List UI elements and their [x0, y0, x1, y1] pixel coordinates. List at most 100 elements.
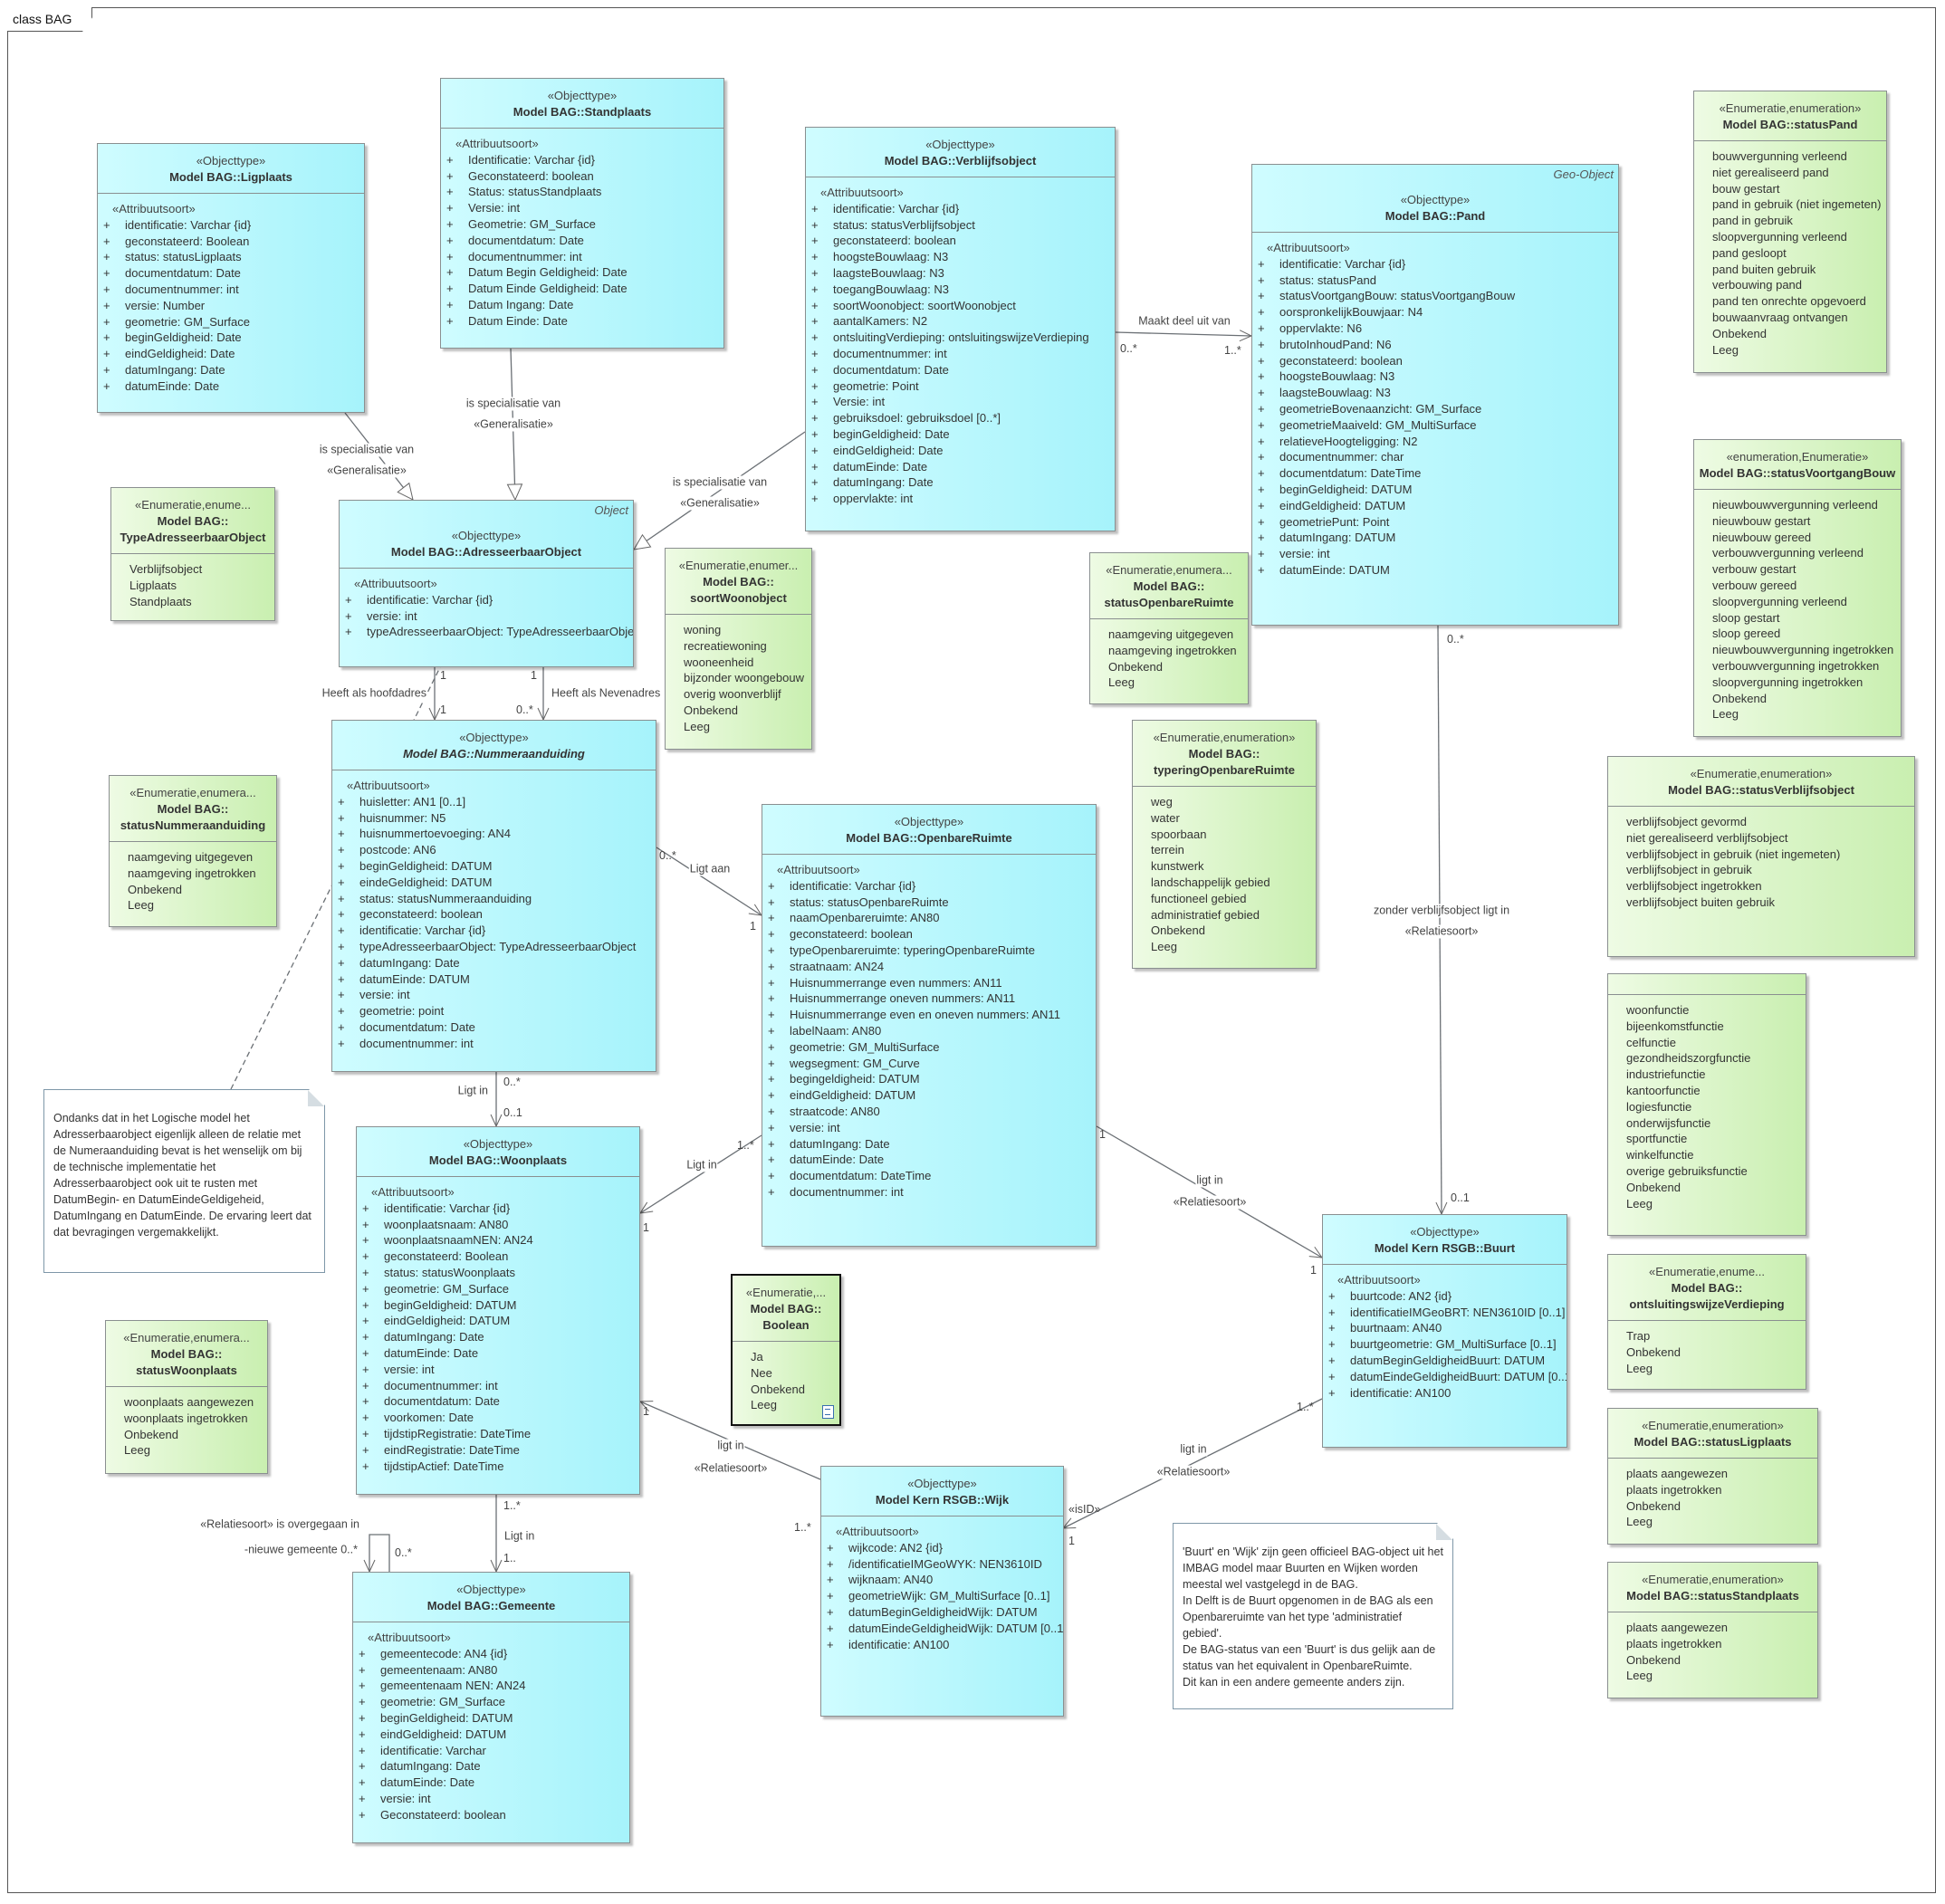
attribute-row[interactable]: +status: statusVerblijfsobject [811, 217, 1111, 234]
attribute-row[interactable]: +datumIngang: Date [811, 474, 1111, 491]
attribute-row[interactable]: +typeAdresseerbaarObject: TypeAdresseerb… [345, 624, 633, 640]
attribute-row[interactable]: +typeAdresseerbaarObject: TypeAdresseerb… [338, 939, 652, 955]
attribute-row[interactable]: +geconstateerd: boolean [811, 233, 1111, 249]
attribute-row[interactable]: +eindGeldigheid: DATUM [768, 1087, 1092, 1104]
attribute-row[interactable]: +woonplaatsnaam: AN80 [362, 1217, 636, 1233]
attribute-row[interactable]: +identificatie: Varchar {id} [103, 217, 360, 234]
association-openbareruimte-buurt[interactable] [1096, 1125, 1324, 1258]
attribute-row[interactable]: +Status: statusStandplaats [446, 184, 720, 200]
attribute-row[interactable]: +datumIngang: Date [338, 955, 652, 971]
attribute-row[interactable]: +documentdatum: Date [446, 233, 720, 249]
attribute-row[interactable]: +straatcode: AN80 [768, 1104, 1092, 1120]
attribute-row[interactable]: +documentdatum: Date [103, 265, 360, 282]
enum-status-ligplaats[interactable]: «Enumeratie,enumeration»Model BAG::statu… [1607, 1408, 1818, 1545]
attribute-row[interactable]: +versie: int [362, 1362, 636, 1378]
attribute-row[interactable]: +status: statusLigplaats [103, 249, 360, 265]
attribute-row[interactable]: +eindGeldigheid: DATUM [362, 1313, 636, 1329]
attribute-row[interactable]: +status: statusWoonplaats [362, 1265, 636, 1281]
attribute-row[interactable]: +identificatie: Varchar {id} [338, 923, 652, 939]
attribute-row[interactable]: +gemeentenaam: AN80 [359, 1662, 626, 1679]
attribute-row[interactable]: +tijdstipRegistratie: DateTime [362, 1426, 636, 1442]
enum-status-verblijfsobject[interactable]: «Enumeratie,enumeration»Model BAG::statu… [1607, 756, 1915, 957]
attribute-row[interactable]: +datumIngang: Date [103, 362, 360, 378]
enum-typering-openbare-ruimte[interactable]: «Enumeratie,enumeration»Model BAG::typer… [1132, 720, 1317, 969]
attribute-row[interactable]: +eindeGeldigheid: DATUM [338, 875, 652, 891]
attribute-row[interactable]: +versie: int [768, 1120, 1092, 1136]
attribute-row[interactable]: +buurtnaam: AN40 [1328, 1320, 1563, 1336]
attribute-row[interactable]: +datumEindeGeldigheidBuurt: DATUM [0..1] [1328, 1369, 1567, 1385]
attribute-row[interactable]: +datumEinde: Date [359, 1775, 626, 1791]
attribute-row[interactable]: +hoogsteBouwlaag: N3 [1258, 368, 1614, 385]
attribute-row[interactable]: +soortWoonobject: soortWoonobject [811, 298, 1111, 314]
attribute-row[interactable]: +documentnummer: int [811, 346, 1111, 362]
attribute-row[interactable]: +laagsteBouwlaag: N3 [811, 265, 1111, 282]
attribute-row[interactable]: +versie: int [359, 1791, 626, 1807]
attribute-row[interactable]: +Datum Begin Geldigheid: Date [446, 264, 720, 281]
attribute-row[interactable]: +Geconstateerd: boolean [359, 1807, 626, 1823]
attribute-row[interactable]: +typeOpenbareruimte: typeringOpenbareRui… [768, 942, 1092, 959]
attribute-row[interactable]: +eindRegistratie: DateTime [362, 1442, 636, 1459]
attribute-row[interactable]: +statusVoortgangBouw: statusVoortgangBou… [1258, 288, 1614, 304]
attribute-row[interactable]: +eindGeldigheid: Date [811, 443, 1111, 459]
attribute-row[interactable]: +Huisnummerrange even nummers: AN11 [768, 975, 1092, 991]
attribute-row[interactable]: +Geconstateerd: boolean [446, 168, 720, 185]
attribute-row[interactable]: +wegsegment: GM_Curve [768, 1056, 1092, 1072]
attribute-row[interactable]: +geometrie: GM_Surface [362, 1281, 636, 1297]
attribute-row[interactable]: +toegangBouwlaag: N3 [811, 282, 1111, 298]
attribute-row[interactable]: +eindGeldigheid: DATUM [359, 1727, 626, 1743]
attribute-row[interactable]: +datumIngang: Date [359, 1758, 626, 1775]
class-buurt[interactable]: «Objecttype»Model Kern RSGB::Buurt«Attri… [1322, 1214, 1567, 1448]
class-verblijfsobject[interactable]: «Objecttype»Model BAG::Verblijfsobject«A… [805, 127, 1116, 531]
enum-status-openbare-ruimte[interactable]: «Enumeratie,enumera...Model BAG::statusO… [1089, 552, 1249, 704]
attribute-row[interactable]: +eindGeldigheid: DATUM [1258, 498, 1614, 514]
attribute-row[interactable]: +huisletter: AN1 [0..1] [338, 794, 652, 810]
attribute-row[interactable]: +identificatie: AN100 [827, 1637, 1059, 1653]
attribute-row[interactable]: +geometrie: Point [811, 378, 1111, 395]
attribute-row[interactable]: +status: statusNummeraanduiding [338, 891, 652, 907]
association-maakt-deel-uit-van[interactable] [1115, 330, 1253, 342]
attribute-row[interactable]: +documentnummer: int [768, 1184, 1092, 1201]
attribute-row[interactable]: +datumEinde: Date [103, 378, 360, 395]
class-standplaats[interactable]: «Objecttype»Model BAG::Standplaats«Attri… [440, 78, 724, 349]
association-gemeente-self[interactable] [363, 1534, 390, 1574]
attribute-row[interactable]: +datumBeginGeldigheidWijk: DATUM [827, 1604, 1059, 1621]
attribute-row[interactable]: +identificatie: Varchar {id} [1258, 256, 1614, 273]
attribute-row[interactable]: +geconstateerd: Boolean [103, 234, 360, 250]
attribute-row[interactable]: +beginGeldigheid: DATUM [338, 858, 652, 875]
attribute-row[interactable]: +beginGeldigheid: DATUM [362, 1297, 636, 1314]
attribute-row[interactable]: +Datum Ingang: Date [446, 297, 720, 313]
attribute-row[interactable]: +identificatie: Varchar {id} [362, 1201, 636, 1217]
attribute-row[interactable]: +oorspronkelijkBouwjaar: N4 [1258, 304, 1614, 321]
attribute-row[interactable]: +oppervlakte: int [811, 491, 1111, 507]
enum-soort-woonobject[interactable]: «Enumeratie,enumer...Model BAG::soortWoo… [665, 548, 812, 750]
class-openbare-ruimte[interactable]: «Objecttype»Model BAG::OpenbareRuimte«At… [762, 804, 1097, 1247]
attribute-row[interactable]: +straatnaam: AN24 [768, 959, 1092, 975]
attribute-row[interactable]: +documentnummer: int [103, 282, 360, 298]
attribute-row[interactable]: +hoogsteBouwlaag: N3 [811, 249, 1111, 265]
attribute-row[interactable]: +gemeentecode: AN4 {id} [359, 1646, 626, 1662]
enum-type-adresseerbaar-object[interactable]: «Enumeratie,enume...Model BAG::TypeAdres… [110, 487, 275, 621]
attribute-row[interactable]: +oppervlakte: N6 [1258, 321, 1614, 337]
note-buurt-wijk-note[interactable]: 'Buurt' en 'Wijk' zijn geen officieel BA… [1173, 1523, 1453, 1709]
attribute-row[interactable]: +/identificatieIMGeoWYK: NEN3610ID [827, 1556, 1059, 1573]
attribute-row[interactable]: +documentnummer: int [362, 1378, 636, 1394]
class-adresseerbaar-object[interactable]: Object«Objecttype»Model BAG::Adresseerba… [339, 500, 634, 667]
class-nummeraanduiding[interactable]: «Objecttype»Model BAG::Nummeraanduiding«… [331, 720, 656, 1072]
attribute-row[interactable]: +documentdatum: Date [362, 1393, 636, 1410]
attribute-row[interactable]: +datumEinde: DATUM [338, 971, 652, 988]
attribute-row[interactable]: +voorkomen: Date [362, 1410, 636, 1426]
attribute-row[interactable]: +datumEinde: Date [362, 1345, 636, 1362]
attribute-row[interactable]: +versie: int [338, 987, 652, 1003]
class-gemeente[interactable]: «Objecttype»Model BAG::Gemeente«Attribuu… [352, 1572, 630, 1843]
attribute-row[interactable]: +geometrie: GM_MultiSurface [768, 1039, 1092, 1056]
attribute-row[interactable]: +beginGeldigheid: Date [811, 426, 1111, 443]
attribute-row[interactable]: +ontsluitingVerdieping: ontsluitingswijz… [811, 330, 1111, 346]
class-woonplaats[interactable]: «Objecttype»Model BAG::Woonplaats«Attrib… [356, 1126, 640, 1495]
attribute-row[interactable]: +geconstateerd: boolean [1258, 353, 1614, 369]
generalization-verblijfsobject[interactable] [633, 431, 806, 550]
attribute-row[interactable]: +documentdatum: Date [811, 362, 1111, 378]
association-pand-buurt[interactable] [1435, 625, 1448, 1216]
attribute-row[interactable]: +identificatie: Varchar {id} [811, 201, 1111, 217]
attribute-row[interactable]: +geometrie: GM_Surface [103, 314, 360, 330]
